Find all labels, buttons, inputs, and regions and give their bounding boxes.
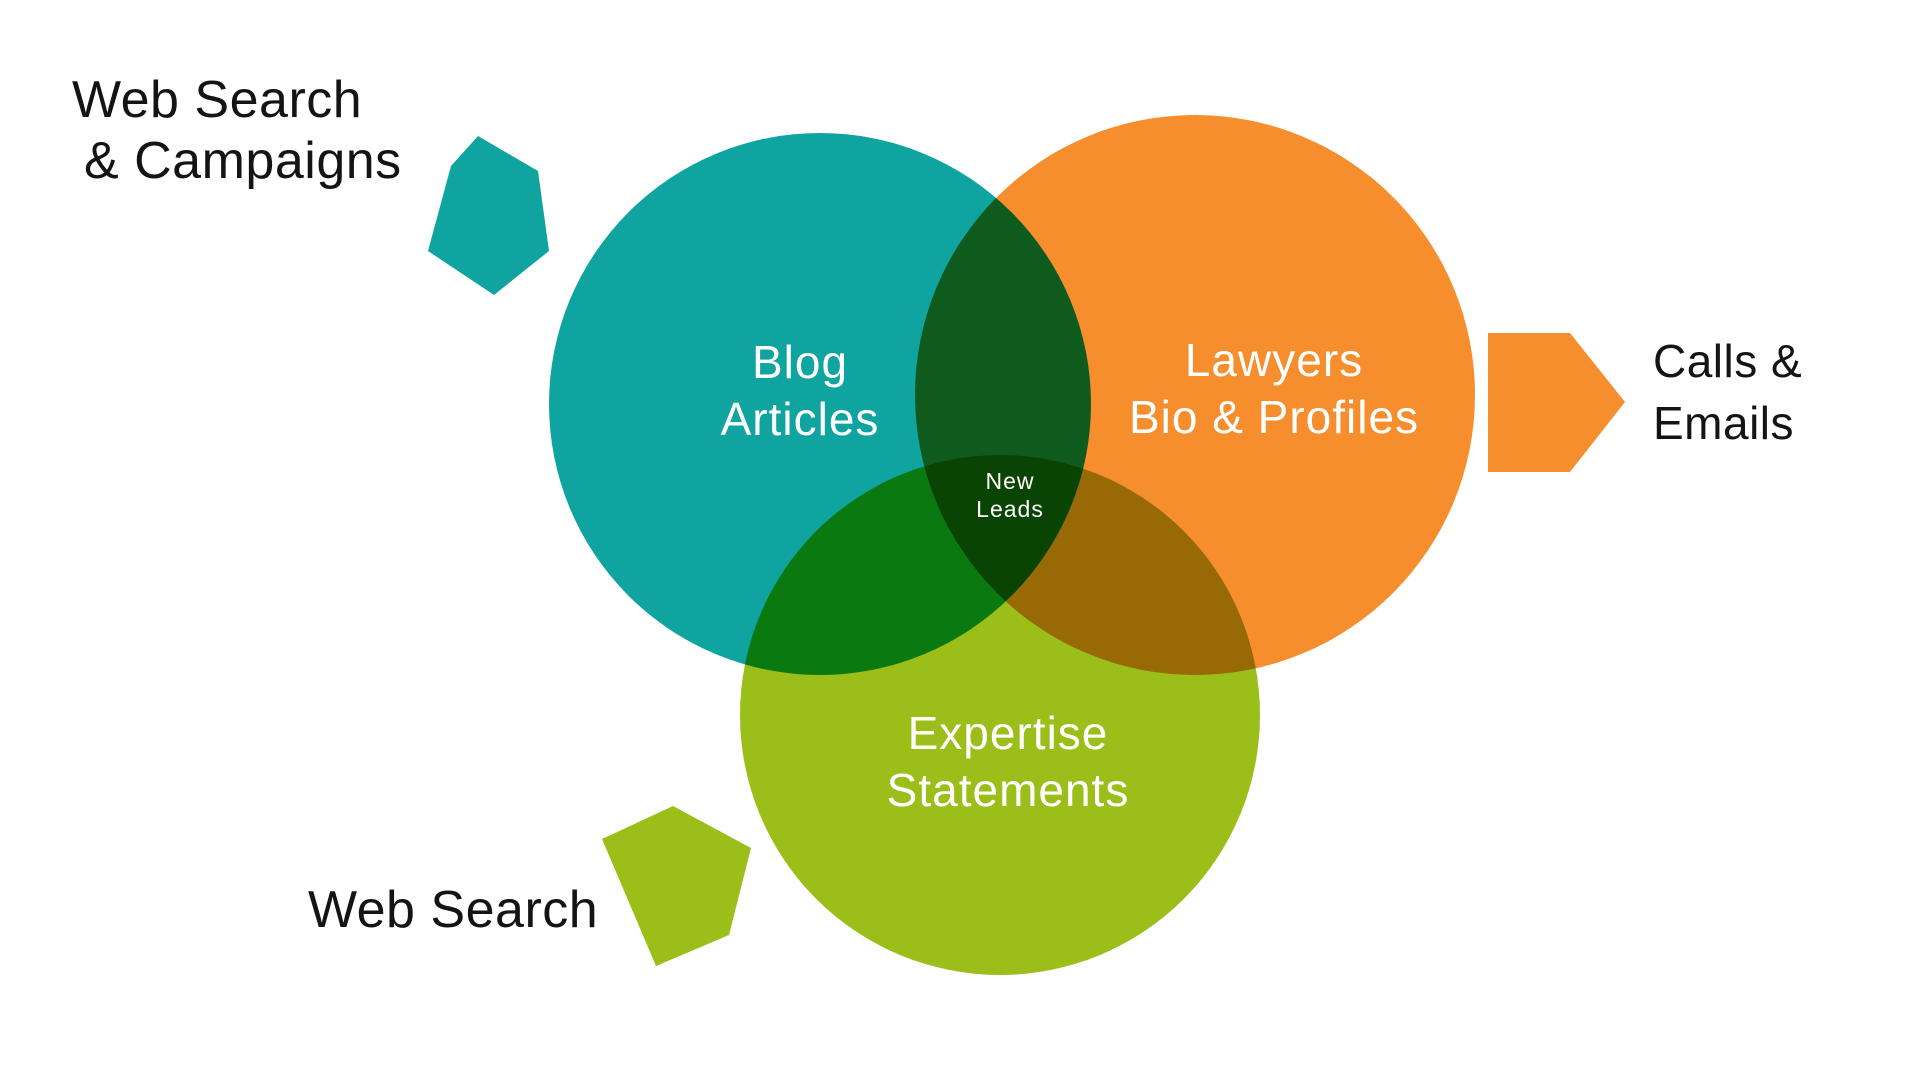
teal-pentagon-icon: [428, 136, 549, 295]
orange-arrow-icon: [1488, 333, 1625, 472]
blog-articles-label: Blog Articles: [721, 334, 880, 448]
venn-circles: [549, 115, 1475, 975]
expertise-label: Expertise Statements: [887, 705, 1130, 819]
lawyers-label: Lawyers Bio & Profiles: [1129, 332, 1419, 446]
web-campaigns-line2: & Campaigns: [84, 132, 402, 190]
lawyers-line1: Lawyers: [1184, 334, 1364, 386]
new-leads-line1: New: [985, 468, 1035, 494]
web-search-label: Web Search: [308, 881, 599, 939]
calls-emails-label: Calls & Emails: [1653, 330, 1802, 454]
green-pentagon-icon: [602, 806, 751, 966]
new-leads-line2: Leads: [976, 496, 1044, 522]
lawyers-line2: Bio & Profiles: [1128, 391, 1420, 443]
expertise-line1: Expertise: [907, 707, 1109, 759]
calls-emails-line2: Emails: [1653, 397, 1795, 449]
new-leads-label: New Leads: [976, 467, 1044, 523]
blog-articles-line1: Blog: [751, 336, 849, 388]
web-campaigns-label: Web Search & Campaigns: [72, 70, 402, 192]
expertise-line2: Statements: [886, 764, 1130, 816]
blog-articles-line2: Articles: [720, 393, 880, 445]
calls-emails-line1: Calls &: [1653, 335, 1803, 387]
expertise-circle: [740, 455, 1260, 975]
web-campaigns-line1: Web Search: [72, 71, 363, 129]
